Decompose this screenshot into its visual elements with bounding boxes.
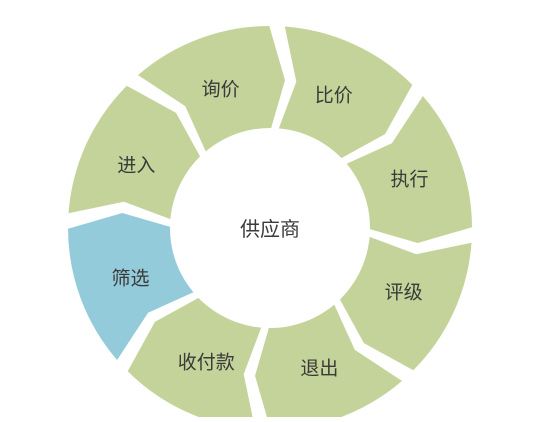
- stage-segment-inquiry: [138, 26, 285, 157]
- stage-label-exit: 退出: [300, 358, 338, 380]
- stage-label-enter: 进入: [117, 154, 155, 176]
- stage-segment-compare: [277, 26, 413, 161]
- stage-segment-payment: [127, 295, 263, 422]
- center-hub: [170, 128, 370, 328]
- stage-segment-screen: [68, 213, 199, 360]
- cycle-segments: [68, 26, 472, 422]
- stage-label-evaluate: 评级: [385, 282, 423, 304]
- stage-label-payment: 收付款: [178, 352, 235, 374]
- stage-label-compare: 比价: [315, 84, 353, 106]
- stage-label-inquiry: 询价: [202, 79, 240, 101]
- center-label: 供应商: [240, 217, 300, 241]
- stage-label-screen: 筛选: [111, 267, 149, 289]
- stage-segment-enter: [68, 85, 203, 221]
- stage-segment-exit: [255, 299, 402, 422]
- stage-label-execute: 执行: [390, 169, 428, 191]
- stage-segment-evaluate: [337, 235, 472, 371]
- stage-segment-execute: [341, 96, 472, 243]
